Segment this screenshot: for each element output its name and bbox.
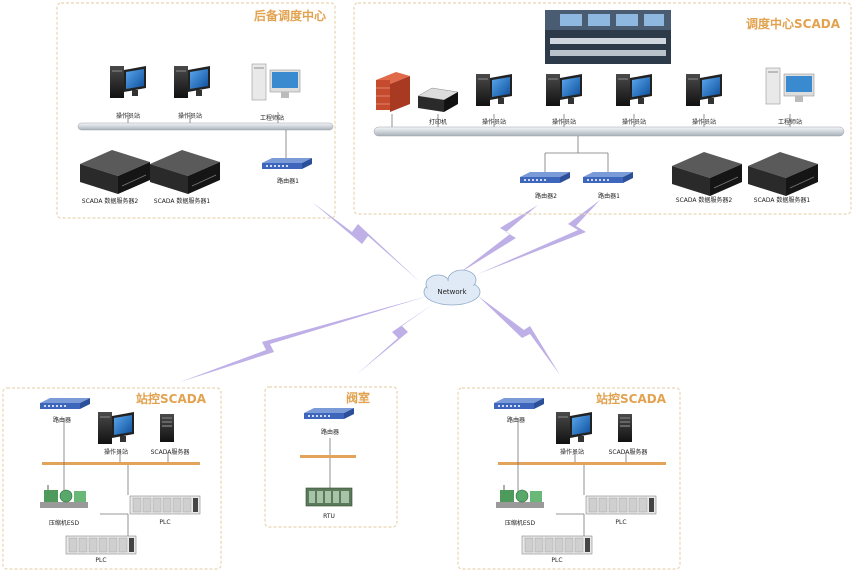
main-server-2-icon xyxy=(671,151,743,197)
main-router1-label: 路由器1 xyxy=(598,192,620,200)
backup-op2-label: 操作员站 xyxy=(178,112,202,120)
backup-ws-label: 工程师站 xyxy=(260,114,284,122)
left-router-icon xyxy=(40,398,90,409)
valve-router-icon xyxy=(304,408,354,419)
backup-router-icon xyxy=(262,158,312,169)
control-room-photo xyxy=(545,10,671,64)
backup-operator-station-2-icon xyxy=(174,66,210,98)
right-compressor-icon xyxy=(495,484,545,509)
left-plc-2-icon xyxy=(65,535,137,555)
left-station-bus xyxy=(42,462,200,465)
right-compressor-label: 压缩机ESD xyxy=(505,519,536,527)
left-ws-label: 操作员站 xyxy=(104,448,128,456)
left-plc1-label: PLC xyxy=(159,519,170,526)
main-operator-station-4-icon xyxy=(686,74,722,106)
network-label: Network xyxy=(437,288,467,296)
network-cloud: Network xyxy=(423,269,481,306)
printer-label: 打印机 xyxy=(429,118,447,126)
left-router-label: 路由器 xyxy=(53,416,71,424)
backup-server-2-icon xyxy=(79,149,151,195)
right-router-icon xyxy=(494,398,544,409)
printer-icon xyxy=(417,87,459,112)
left-operator-station-icon xyxy=(98,412,134,444)
right-scada-server-icon xyxy=(618,414,632,442)
backup-operator-station-1-icon xyxy=(110,66,146,98)
left-compressor-label: 压缩机ESD xyxy=(49,519,80,527)
main-router-2-icon xyxy=(520,172,570,183)
main-operator-station-1-icon xyxy=(476,74,512,106)
left-plc-1-icon xyxy=(129,495,201,515)
main-server2-label: SCADA 数据服务器2 xyxy=(676,196,733,204)
backup-bus xyxy=(77,122,334,131)
main-router-1-icon xyxy=(583,172,633,183)
valve-bus xyxy=(300,455,356,458)
right-plc1-label: PLC xyxy=(615,519,626,526)
left-station-panel: 站控SCADA 路由器 操作员站 SCADA服务器 压缩机ESD PLC PLC xyxy=(2,387,222,570)
right-station-title: 站控SCADA xyxy=(596,391,667,406)
backup-center-panel: 后备调度中心 操作员站 操作员站 工程师站 SCADA 数据服务器2 SCADA… xyxy=(56,2,336,219)
right-plc-1-icon xyxy=(585,495,657,515)
main-bus xyxy=(373,126,845,137)
right-station-bus xyxy=(498,462,666,465)
valve-router-label: 路由器 xyxy=(321,428,339,436)
backup-router-label: 路由器1 xyxy=(277,177,299,185)
main-op1-label: 操作员站 xyxy=(482,118,506,126)
valve-room-title: 阀室 xyxy=(346,390,370,405)
backup-server-1-icon xyxy=(149,149,221,195)
backup-op1-label: 操作员站 xyxy=(116,112,140,120)
left-server-label: SCADA服务器 xyxy=(151,448,190,456)
right-operator-station-icon xyxy=(556,412,592,444)
firewall-icon xyxy=(376,72,410,112)
backup-server1-label: SCADA 数据服务器1 xyxy=(154,197,211,205)
main-engineer-workstation-icon xyxy=(765,67,815,105)
left-plc2-label: PLC xyxy=(95,557,106,564)
main-operator-station-2-icon xyxy=(546,74,582,106)
main-center-panel: 调度中心SCADA xyxy=(353,2,852,215)
wireless-links xyxy=(180,200,600,382)
valve-rtu-label: RTU xyxy=(323,513,335,520)
right-server-label: SCADA服务器 xyxy=(609,448,648,456)
main-op4-label: 操作员站 xyxy=(692,118,716,126)
valve-room-panel: 阀室 路由器 RTU xyxy=(264,386,398,528)
main-router2-label: 路由器2 xyxy=(535,192,557,200)
main-server1-label: SCADA 数据服务器1 xyxy=(754,196,811,204)
rtu-icon xyxy=(305,487,353,507)
main-operator-station-3-icon xyxy=(616,74,652,106)
right-ws-label: 操作员站 xyxy=(560,448,584,456)
left-scada-server-icon xyxy=(160,414,174,442)
backup-center-title: 后备调度中心 xyxy=(254,8,326,23)
backup-engineer-workstation-icon xyxy=(251,63,301,101)
right-router-label: 路由器 xyxy=(507,416,525,424)
main-op2-label: 操作员站 xyxy=(552,118,576,126)
right-station-panel: 站控SCADA 路由器 操作员站 SCADA服务器 压缩机ESD PLC PLC xyxy=(457,387,681,570)
main-ws-label: 工程师站 xyxy=(778,118,802,126)
main-center-title: 调度中心SCADA xyxy=(746,16,841,31)
left-station-title: 站控SCADA xyxy=(136,391,207,406)
main-op3-label: 操作员站 xyxy=(622,118,646,126)
backup-server2-label: SCADA 数据服务器2 xyxy=(82,197,139,205)
right-plc2-label: PLC xyxy=(551,557,562,564)
right-plc-2-icon xyxy=(521,535,593,555)
main-server-1-icon xyxy=(747,151,819,197)
